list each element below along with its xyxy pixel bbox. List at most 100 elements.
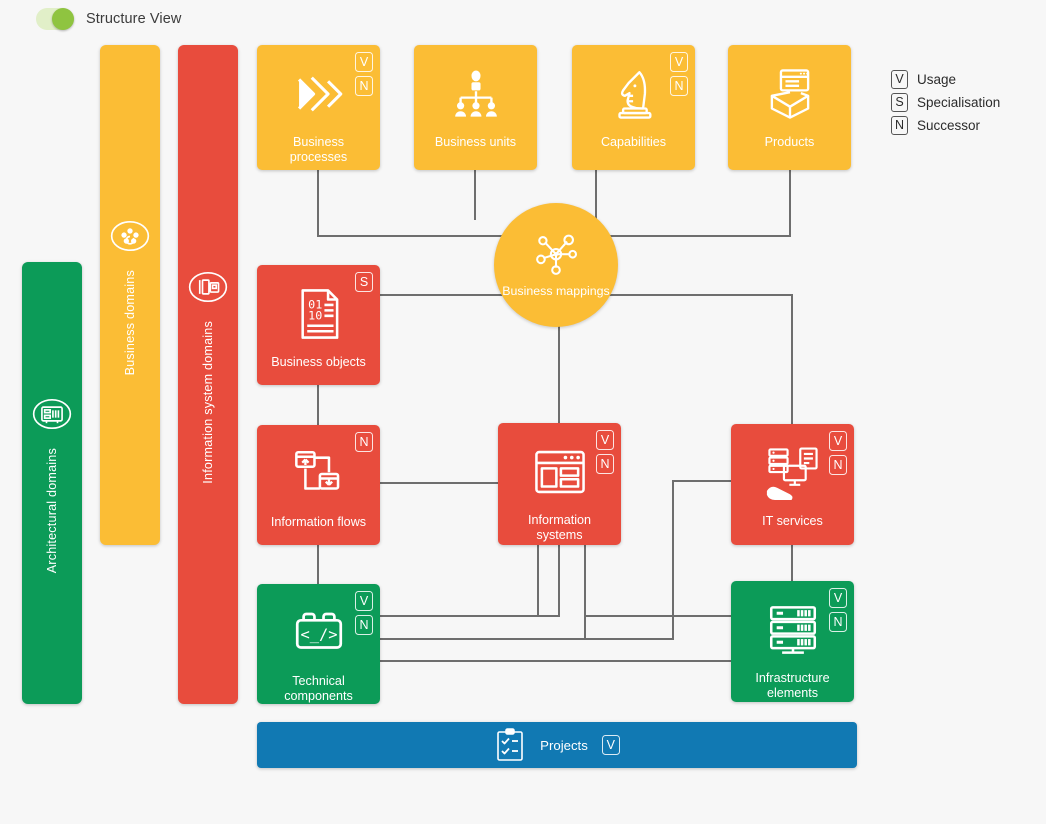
badge-successor: N (829, 612, 847, 632)
svg-text:01: 01 (308, 298, 322, 312)
badge-successor: N (355, 432, 373, 452)
legend-badge-s: S (891, 92, 908, 112)
connector-business-objects-to-information-flows (317, 385, 319, 425)
card-information-systems[interactable]: V N Information systems (498, 423, 621, 545)
legend-label-usage: Usage (917, 71, 957, 87)
badge-usage: V (596, 430, 614, 450)
badge-usage: V (670, 52, 688, 72)
card-label-business-processes: Business processes (289, 135, 348, 164)
data-exchange-icon (290, 445, 348, 503)
badges-business-processes: V N (355, 52, 373, 96)
badge-successor: N (355, 76, 373, 96)
connector-business-units-down (474, 170, 476, 220)
connector-business-processes-right (317, 235, 502, 237)
connector-technical-rail-2 (380, 638, 673, 640)
connector-products-down (789, 170, 791, 237)
connector-products-left (610, 235, 791, 237)
connector-technical-rail-3 (380, 660, 733, 662)
data-document-icon: 01 10 (290, 285, 348, 343)
structure-view-toggle-group: Structure View (36, 8, 181, 30)
badge-usage: V (601, 735, 620, 755)
card-projects[interactable]: Projects V (257, 722, 857, 768)
network-hub-icon (530, 232, 582, 278)
connector-technical-rail-1 (380, 615, 560, 617)
card-products[interactable]: Products (728, 45, 851, 170)
domain-bar-architectural-domains[interactable]: Architectural domains (22, 262, 82, 704)
domain-bar-label-architectural: Architectural domains (45, 448, 59, 574)
legend-badge-v: V (891, 69, 908, 89)
connector-information-systems-down-right (584, 545, 586, 639)
domain-bar-information-system-domains[interactable]: Information system domains (178, 45, 238, 704)
connector-right-rail-down (791, 294, 793, 425)
badge-usage: V (355, 52, 373, 72)
badges-capabilities: V N (670, 52, 688, 96)
server-rack-icon (764, 601, 822, 659)
open-box-icon (761, 65, 819, 123)
card-label-products: Products (764, 135, 815, 149)
badge-successor: N (670, 76, 688, 96)
connector-information-systems-down-left (537, 545, 539, 617)
connector-information-systems-to-infrastructure (584, 615, 733, 617)
card-label-information-systems: Information systems (528, 513, 591, 542)
org-chart-icon (447, 65, 505, 123)
badges-information-systems: V N (596, 430, 614, 474)
card-capabilities[interactable]: V N Capabilities (572, 45, 695, 170)
connector-information-flows-to-information-systems (380, 482, 498, 484)
clipboard-check-icon (494, 728, 526, 762)
code-toolbox-icon: <_/> (290, 604, 348, 662)
structure-view-toggle[interactable] (36, 8, 74, 30)
badge-successor: N (355, 615, 373, 635)
badges-information-flows: N (355, 432, 373, 452)
badge-usage: V (355, 591, 373, 611)
card-business-objects[interactable]: S 01 10 Business objects (257, 265, 380, 385)
card-label-business-objects: Business objects (271, 355, 366, 369)
connector-technical-rail-1-up (558, 545, 560, 617)
connector-business-objects-to-hub (380, 294, 510, 296)
connector-hub-to-information-systems (558, 315, 560, 425)
connector-technical-rail-2-to-it-services (672, 480, 733, 482)
connector-business-processes-down (317, 170, 319, 237)
connector-information-flows-to-technical-components (317, 545, 319, 584)
card-technical-components[interactable]: V N <_/> Technical components (257, 584, 380, 704)
connector-capabilities-down (595, 170, 597, 220)
server-rack-circle-icon (30, 392, 74, 436)
it-support-hand-icon (764, 444, 822, 502)
svg-text:<_/>: <_/> (300, 625, 337, 643)
card-label-it-services: IT services (762, 514, 823, 528)
card-business-processes[interactable]: V N Business processes (257, 45, 380, 170)
badge-successor: N (596, 454, 614, 474)
connector-it-services-to-infrastructure (791, 545, 793, 583)
hub-business-mappings[interactable]: Business mappings (494, 203, 618, 327)
connector-hub-to-right (604, 294, 793, 296)
people-cluster-circle-icon (108, 214, 152, 258)
legend-badge-n: N (891, 115, 908, 135)
system-stack-circle-icon (186, 265, 230, 309)
legend-item-specialisation: S Specialisation (891, 91, 1000, 113)
card-it-services[interactable]: V N IT services (731, 424, 854, 545)
badges-it-services: V N (829, 431, 847, 475)
card-information-flows[interactable]: N Information flows (257, 425, 380, 545)
domain-bar-business-domains[interactable]: Business domains (100, 45, 160, 545)
badge-specialisation: S (355, 272, 373, 292)
badge-successor: N (829, 455, 847, 475)
badge-usage: V (829, 431, 847, 451)
card-label-business-units: Business units (434, 135, 517, 149)
svg-text:10: 10 (308, 308, 322, 322)
structure-view-label: Structure View (86, 11, 182, 27)
badges-business-objects: S (355, 272, 373, 292)
connector-technical-rail-2-up (672, 480, 674, 640)
card-business-units[interactable]: Business units (414, 45, 537, 170)
card-label-information-flows: Information flows (270, 515, 367, 529)
legend-item-usage: V Usage (891, 68, 1000, 90)
legend-label-successor: Successor (917, 117, 981, 133)
legend-label-specialisation: Specialisation (917, 94, 1001, 110)
badges-infrastructure-elements: V N (829, 588, 847, 632)
badges-technical-components: V N (355, 591, 373, 635)
card-label-infrastructure-elements: Infrastructure elements (755, 671, 830, 700)
hub-label: Business mappings (502, 283, 610, 298)
domain-bar-label-business: Business domains (123, 270, 137, 376)
app-window-icon (531, 443, 589, 501)
toggle-knob (52, 8, 74, 30)
card-label-projects: Projects (540, 737, 588, 753)
card-infrastructure-elements[interactable]: V N Infrastructure elements (731, 581, 854, 702)
